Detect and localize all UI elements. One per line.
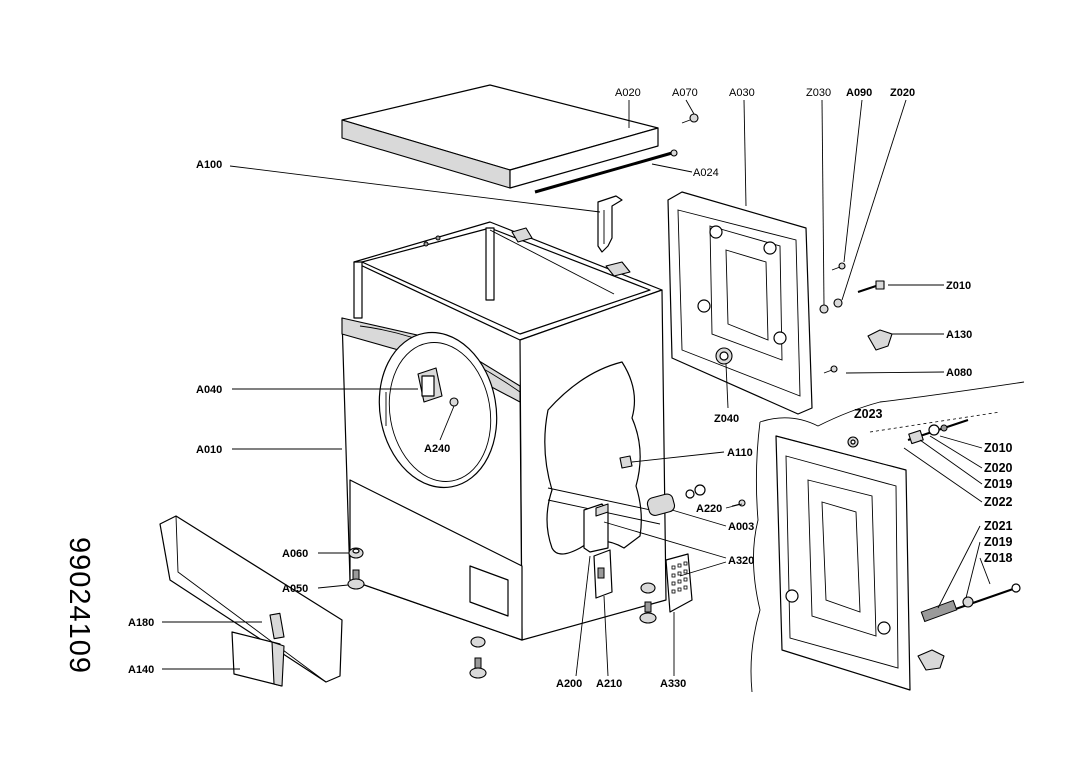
label-a180: A180 [128,617,154,629]
label-a030: A030 [729,87,755,99]
label-z019-a: Z019 [984,477,1013,491]
plinth-a180-part [159,515,343,683]
label-a330: A330 [660,678,686,690]
part-a240 [449,397,459,407]
top-cover-part [341,84,659,189]
label-a210: A210 [596,678,622,690]
label-a240: A240 [424,443,450,455]
flap-a140-part [231,631,285,687]
label-z018: Z018 [984,551,1013,565]
detail-inset-part [750,381,1025,693]
bracket-a200-part [583,503,609,553]
label-a070: A070 [672,87,698,99]
leader-lines [162,99,991,677]
nut-z023-part [847,436,859,448]
label-z010-right: Z010 [984,441,1013,455]
door-hinge-a040-part [417,367,443,403]
label-a100: A100 [196,159,222,171]
label-a010: A010 [196,444,222,456]
document-number: 99024109 [63,537,95,674]
label-a220: A220 [696,503,722,515]
label-a200: A200 [556,678,582,690]
screw-a090-part [831,262,846,308]
label-a020: A020 [615,87,641,99]
fitting-bottom-part [917,649,945,671]
back-panel-a030-part [667,191,813,415]
foot-a050-part [347,569,365,590]
label-a140: A140 [128,664,154,676]
foot-right-part [639,582,657,624]
spring-assembly-z018-part [920,583,1021,623]
cabinet-frame-part [341,221,667,641]
bolt-z010-top-part [857,280,885,293]
label-a040: A040 [196,384,222,396]
label-z030: Z030 [806,87,831,99]
screw-z030-part [819,304,829,314]
label-z020-top: Z020 [890,87,915,99]
label-z020-right: Z020 [984,461,1013,475]
bracket-a100-part [597,195,623,253]
label-z021: Z021 [984,519,1013,533]
component-a003-part [646,484,706,517]
screw-a080-part [823,365,838,374]
label-a320: A320 [728,555,754,567]
label-z019-b: Z019 [984,535,1013,549]
clip-a110-part [619,455,633,469]
label-a060: A060 [282,548,308,560]
rod-a024-part [534,149,678,194]
foot-nut-a060-part [348,547,364,559]
grill-a330-part [665,553,693,613]
label-z023: Z023 [854,407,883,421]
screw-a070-part [681,113,699,124]
label-z010-top: Z010 [946,280,971,292]
label-z022: Z022 [984,495,1013,509]
foot-left-part [469,636,487,679]
label-a024: A024 [693,167,719,179]
part-labels: A020 A070 A030 Z030 A090 Z020 A100 A024 … [128,87,1013,690]
label-a050: A050 [282,583,308,595]
label-z040: Z040 [714,413,739,425]
label-a090: A090 [846,87,872,99]
bracket-a130-part [867,329,893,351]
label-a110: A110 [727,447,753,459]
bracket-a210-part [593,549,613,599]
label-a080: A080 [946,367,972,379]
bolt-assembly-z010-part [907,419,969,445]
label-a130: A130 [946,329,972,341]
label-a003: A003 [728,521,754,533]
